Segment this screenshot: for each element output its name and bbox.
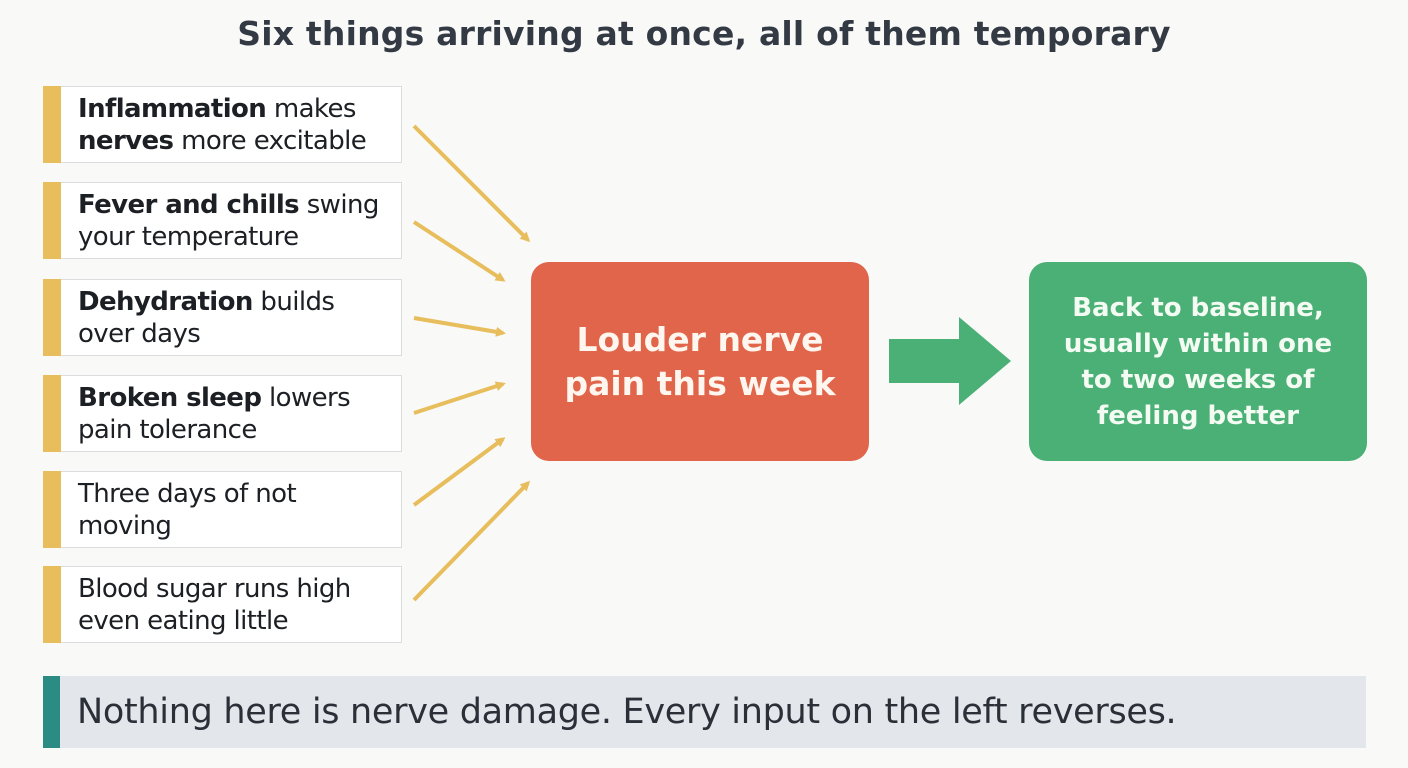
cause-text: Broken sleep lowers pain tolerance <box>78 382 351 445</box>
cause-card-immobility: Three days of not moving <box>43 471 402 548</box>
cause-card-blood-sugar: Blood sugar runs high even eating little <box>43 566 402 643</box>
cause-card-fever: Fever and chills swing your temperature <box>43 182 402 259</box>
footer-callout: Nothing here is nerve damage. Every inpu… <box>43 676 1366 748</box>
cause-card-inflammation: Inflammation makes nerves more excitable <box>43 86 402 163</box>
footer-text: Nothing here is nerve damage. Every inpu… <box>77 692 1177 732</box>
cause-accent-bar <box>43 375 61 452</box>
arrow-2 <box>412 220 506 282</box>
diagram-title: Six things arriving at once, all of them… <box>237 14 1171 53</box>
arrow-1 <box>412 124 531 243</box>
cause-text: Three days of not moving <box>78 478 297 541</box>
cause-accent-bar <box>43 279 61 356</box>
arrow-4 <box>413 381 506 415</box>
cause-text: Inflammation makes nerves more excitable <box>78 93 367 156</box>
result-box-baseline: Back to baseline, usually within one to … <box>1029 262 1367 461</box>
cause-card-sleep: Broken sleep lowers pain tolerance <box>43 375 402 452</box>
arrow-5 <box>412 437 506 507</box>
arrow-6 <box>412 480 531 602</box>
cause-accent-bar <box>43 182 61 259</box>
cause-card-dehydration: Dehydration builds over days <box>43 279 402 356</box>
cause-text: Blood sugar runs high even eating little <box>78 573 351 636</box>
cause-accent-bar <box>43 86 61 163</box>
footer-accent-bar <box>43 676 60 748</box>
center-box-nerve-pain: Louder nerve pain this week <box>531 262 869 461</box>
result-label: Back to baseline, usually within one to … <box>1063 292 1333 431</box>
cause-text: Dehydration builds over days <box>78 286 335 349</box>
center-label: Louder nerve pain this week <box>564 319 836 403</box>
cause-accent-bar <box>43 566 61 643</box>
cause-text: Fever and chills swing your temperature <box>78 189 379 252</box>
cause-accent-bar <box>43 471 61 548</box>
arrow-3 <box>413 316 506 337</box>
big-arrow-right-icon <box>889 317 1011 405</box>
